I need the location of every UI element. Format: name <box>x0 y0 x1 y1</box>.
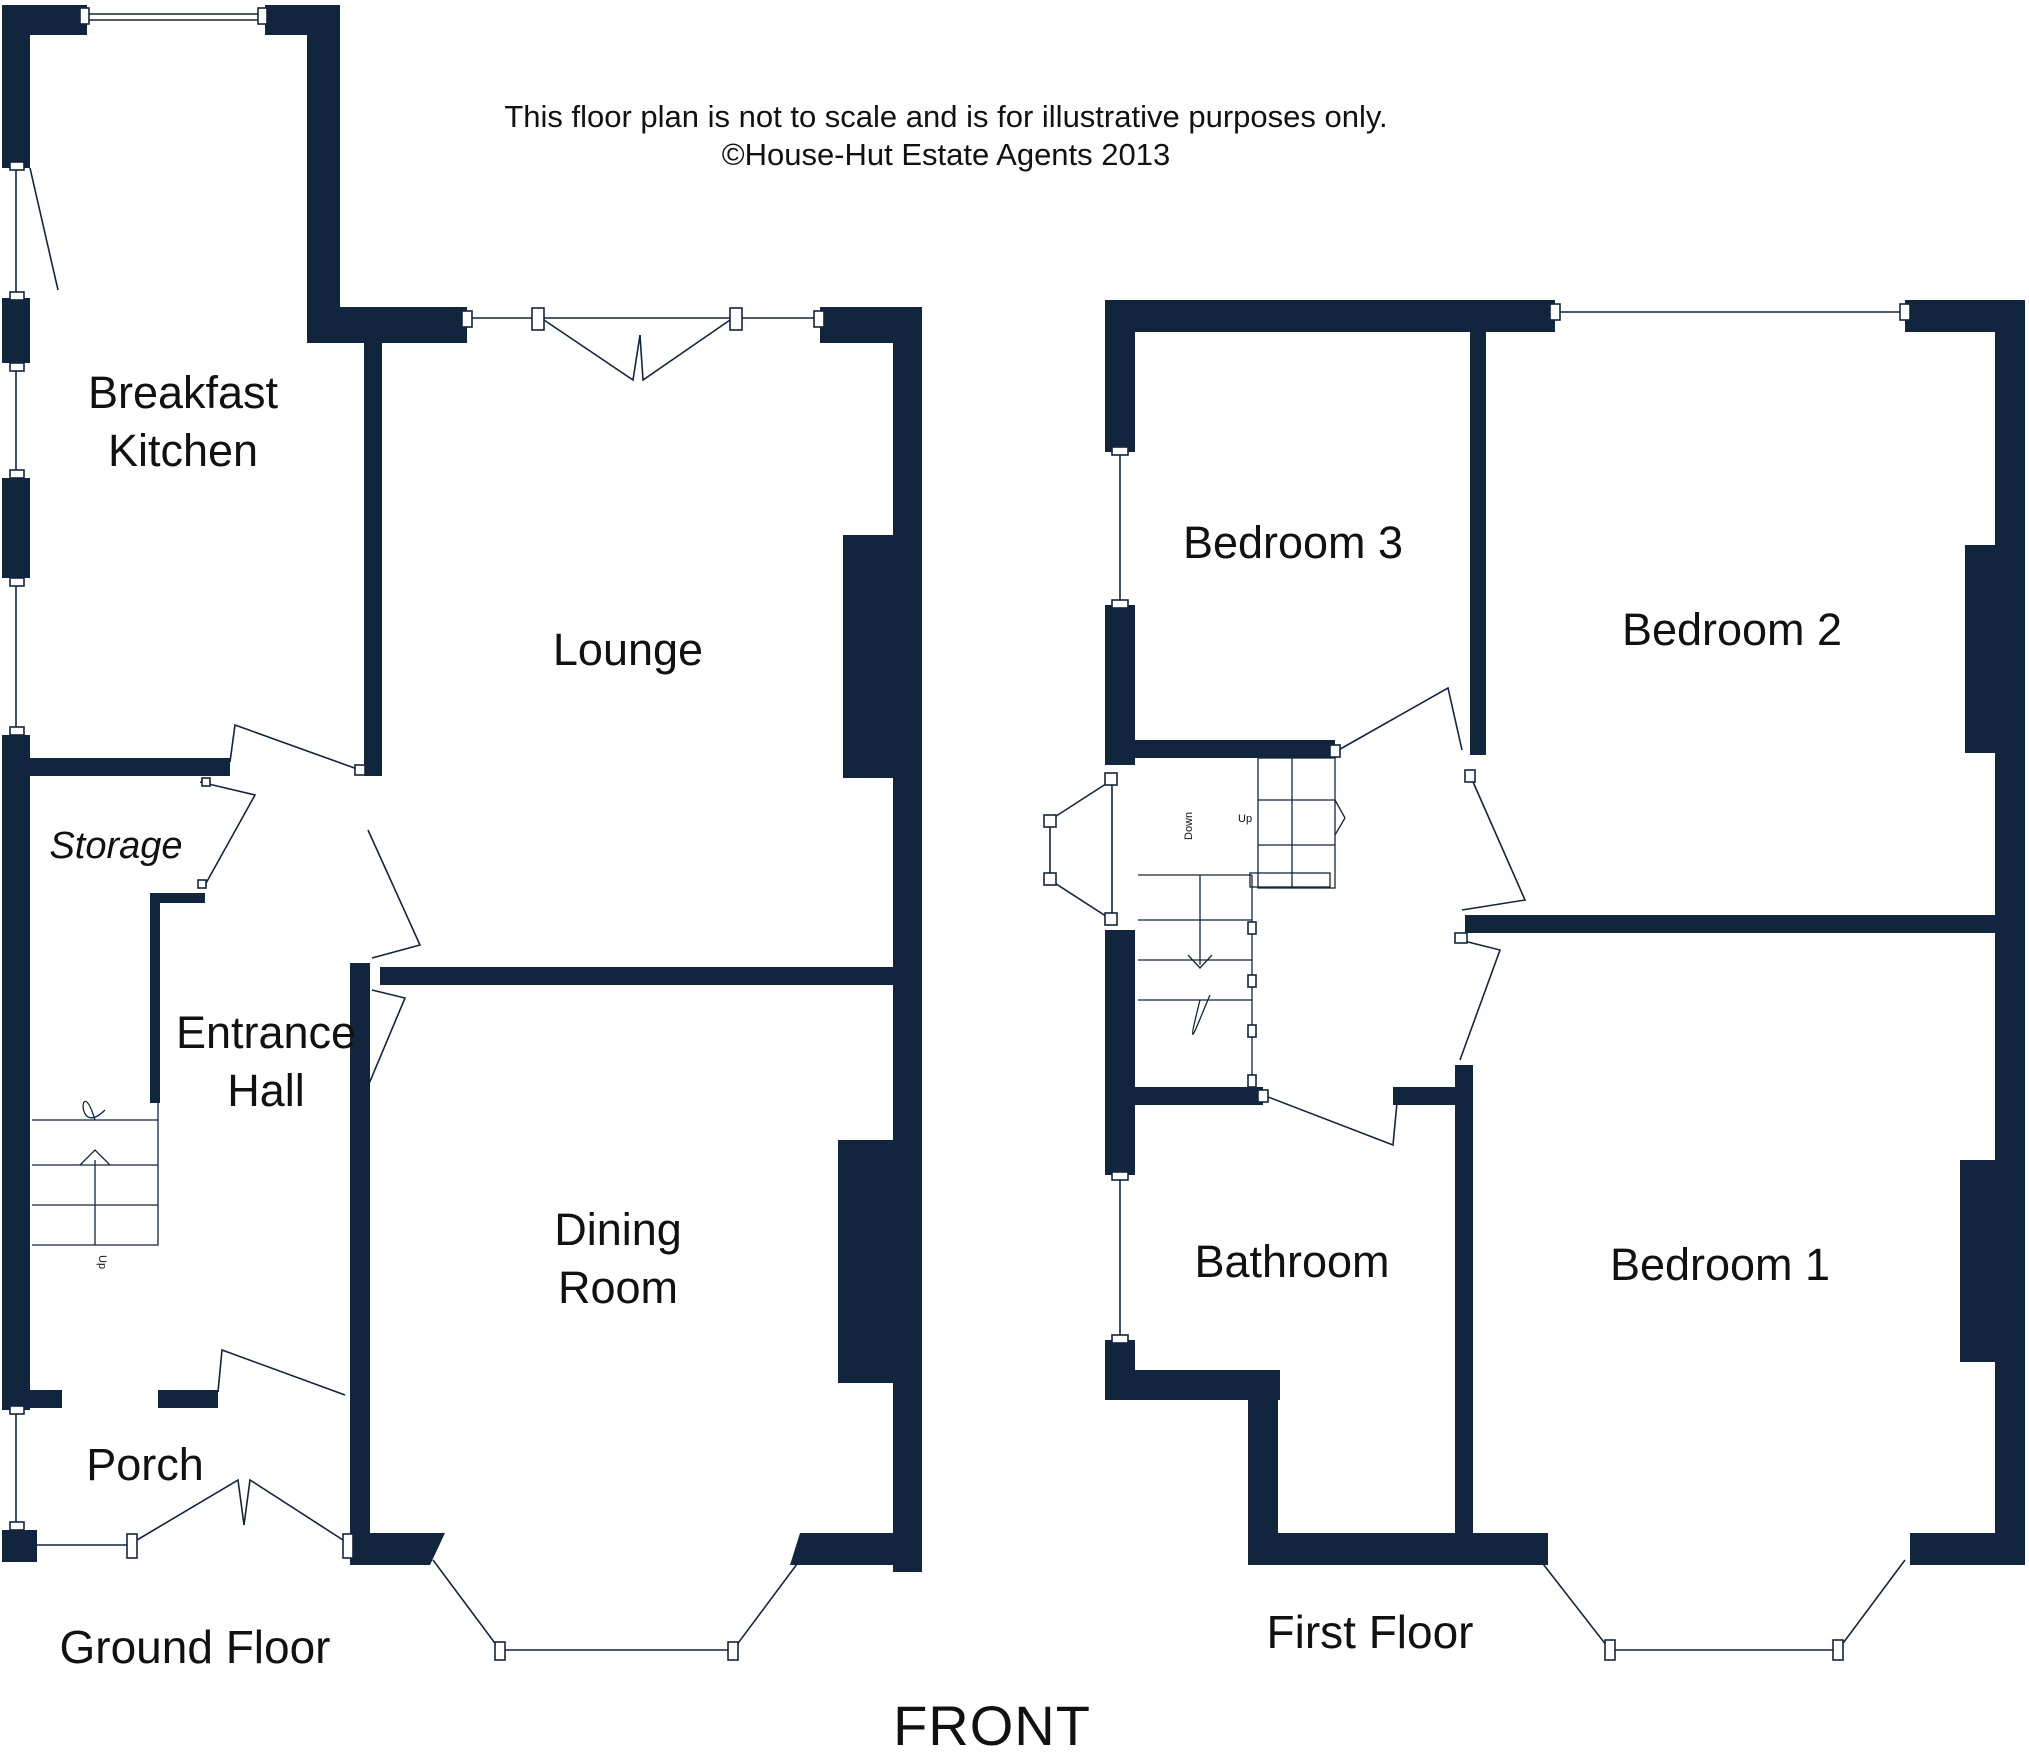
ground-floor-walls <box>2 5 922 1572</box>
room-label-dining: Dining <box>554 1204 682 1255</box>
room-label-hall: Hall <box>227 1065 305 1116</box>
room-label-entrance: Entrance <box>176 1007 356 1058</box>
room-label-bedroom-1: Bedroom 1 <box>1610 1239 1830 1290</box>
room-label-lounge: Lounge <box>553 624 703 675</box>
room-label-bedroom-2: Bedroom 2 <box>1622 604 1842 655</box>
room-label-bathroom: Bathroom <box>1194 1236 1389 1287</box>
ground-floor-windows <box>9 7 825 1661</box>
first-floor-label: First Floor <box>1267 1606 1474 1658</box>
stairs-down-label: Down <box>1183 812 1195 840</box>
disclaimer-line-2: ©House-Hut Estate Agents 2013 <box>722 137 1171 172</box>
ground-floor-stairs <box>32 1100 159 1246</box>
first-floor-stairs <box>1138 757 1346 1088</box>
room-label-kitchen: Kitchen <box>108 425 258 476</box>
ground-floor-doors <box>197 723 422 1396</box>
first-floor-walls <box>1105 300 2025 1565</box>
first-floor-windows <box>1043 303 1911 1661</box>
room-label-storage: Storage <box>49 825 182 867</box>
room-label-porch: Porch <box>86 1439 204 1490</box>
stairs-up-label: Up <box>96 1255 108 1269</box>
front-label: FRONT <box>893 1694 1091 1757</box>
disclaimer-line-1: This floor plan is not to scale and is f… <box>504 99 1387 134</box>
stairs-up-label-first: Up <box>1238 813 1252 825</box>
room-label-room: Room <box>558 1262 678 1313</box>
first-floor-doors <box>1257 686 1527 1147</box>
ground-floor-label: Ground Floor <box>59 1621 330 1673</box>
room-label-bedroom-3: Bedroom 3 <box>1183 517 1403 568</box>
room-label-breakfast: Breakfast <box>88 367 279 418</box>
